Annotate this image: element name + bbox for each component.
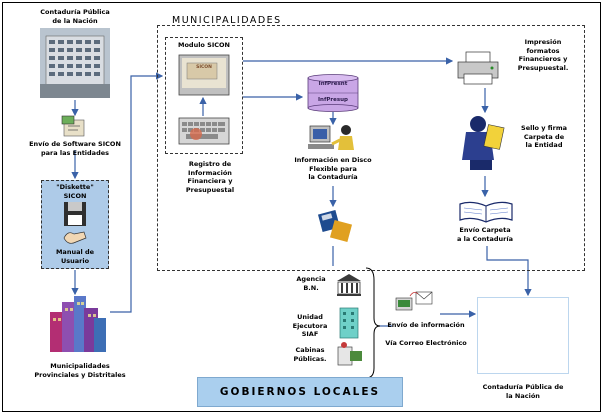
office-tower-icon <box>339 307 359 339</box>
software-package-icon <box>61 115 85 137</box>
unidad-label: Unidad Ejecutora SIAF <box>292 313 328 338</box>
manual-label: Manual de Usuario <box>55 248 95 265</box>
floppy-disks-icon <box>317 210 353 243</box>
gobiernos-locales-banner: GOBIERNOS LOCALES <box>197 377 403 407</box>
municipalidades-title: MUNICIPALIDADES <box>172 15 282 26</box>
printer-icon <box>457 51 499 85</box>
impresion-label: Impresión formatos Financieros y Presupu… <box>517 38 569 72</box>
diskette-title: "Diskette" SICON <box>56 183 94 200</box>
hand-manual-icon <box>63 231 87 244</box>
arrow-municipalities-to-sicon <box>110 72 164 313</box>
via-correo-label: Vía Correo Electrónico <box>385 339 467 347</box>
office-building-icon <box>40 28 110 98</box>
agencia-label: Agencia B.N. <box>296 275 326 292</box>
keyboard-icon <box>178 117 230 145</box>
sicon-screen-label: SICON <box>196 65 212 70</box>
email-transfer-icon <box>395 291 433 311</box>
modulo-sicon-label: Modulo SICON <box>177 41 230 49</box>
cabinas-label: Cabinas Públicas. <box>293 346 327 363</box>
infpresup-label: InfPresup <box>318 97 348 103</box>
public-booth-icon <box>337 342 362 366</box>
diskette-icon <box>64 202 86 226</box>
diagram-frame <box>2 2 601 412</box>
sello-label: Sello y firma Carpeta de la Entidad <box>521 124 567 149</box>
stamp-icon <box>462 116 505 170</box>
contaduria-bottom-label: Contaduría Pública de la Nación <box>482 383 564 400</box>
envio-software-label: Envío de Software SICON para las Entidad… <box>29 140 121 157</box>
municipalidades-bottom-label: Municipalidades Provinciales y Distrital… <box>34 362 126 379</box>
municipalidades-box <box>157 25 585 271</box>
grouping-brace <box>365 267 381 379</box>
city-buildings-icon <box>50 296 106 352</box>
modulo-sicon-box <box>165 37 243 154</box>
open-book-icon <box>459 201 513 223</box>
envio-info-label: Envío de información <box>387 321 465 329</box>
bank-icon <box>337 274 361 296</box>
computer-icon <box>178 54 230 96</box>
envio-carpeta-label: Envío Carpeta a la Contaduría <box>457 226 513 243</box>
database-icon <box>307 74 359 112</box>
arrow-book-to-nacion <box>486 246 532 297</box>
infpresnt-label: InfPresnt <box>318 81 348 87</box>
contaduria-top-label: Contaduría Pública de la Nación <box>40 8 110 25</box>
info-disco-label: Información en Disco Flexible para la Co… <box>294 156 372 181</box>
contaduria-nacion-box <box>477 297 569 374</box>
registro-label: Registro de Información Financiera y Pre… <box>185 160 235 194</box>
person-at-computer-icon <box>308 125 354 150</box>
